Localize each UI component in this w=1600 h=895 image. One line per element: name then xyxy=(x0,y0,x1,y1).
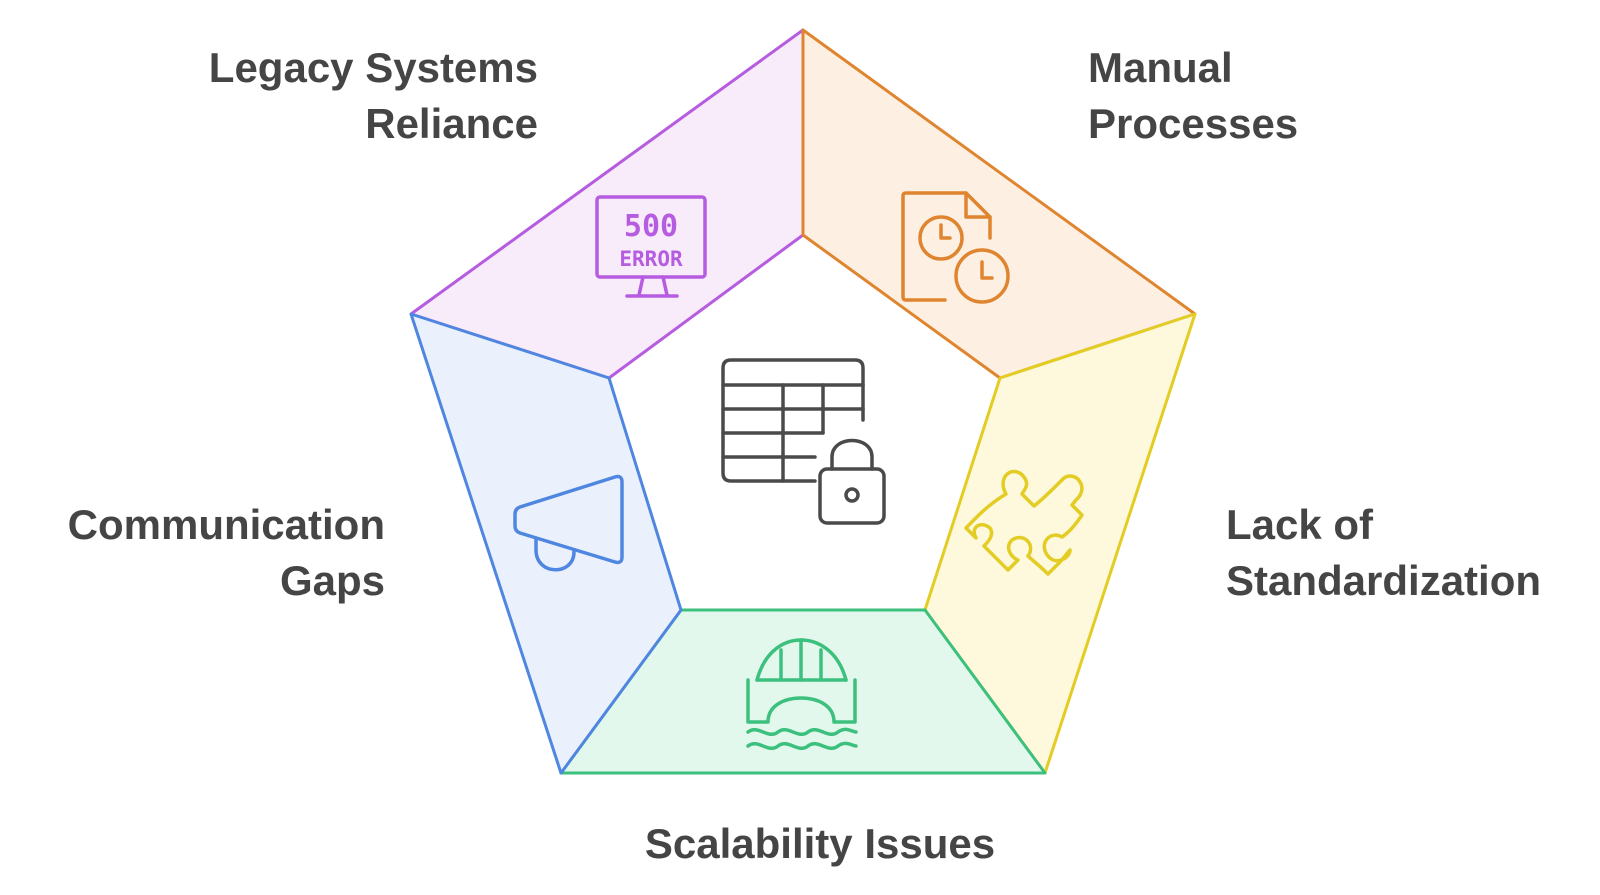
label-line: Processes xyxy=(1088,100,1299,147)
bridge-water-icon xyxy=(746,638,858,750)
label-line: Communication xyxy=(67,501,385,548)
error-code-text: 500 xyxy=(624,209,678,244)
label-line: Standardization xyxy=(1226,557,1542,604)
label-manual-processes: Manual Processes xyxy=(1088,40,1488,152)
label-line: Lack of xyxy=(1226,501,1374,548)
document-clocks-icon xyxy=(901,191,1010,304)
label-legacy-systems-reliance: Legacy Systems Reliance xyxy=(150,40,538,152)
segment-communication-gaps xyxy=(409,312,683,775)
error-monitor-icon: 500 ERROR xyxy=(595,195,707,298)
label-lack-of-standardization: Lack of Standardization xyxy=(1226,497,1586,609)
label-line: Legacy Systems xyxy=(208,44,538,91)
locked-table-icon xyxy=(721,358,886,525)
label-communication-gaps: Communication Gaps xyxy=(20,497,385,609)
puzzle-piece-icon xyxy=(964,469,1084,576)
label-line: Manual xyxy=(1088,44,1233,91)
error-label-text: ERROR xyxy=(619,247,683,271)
label-scalability-issues: Scalability Issues xyxy=(560,816,1080,872)
label-line: Gaps xyxy=(279,557,385,604)
label-line: Scalability Issues xyxy=(644,820,996,867)
label-line: Reliance xyxy=(365,100,538,147)
megaphone-icon xyxy=(513,474,624,572)
